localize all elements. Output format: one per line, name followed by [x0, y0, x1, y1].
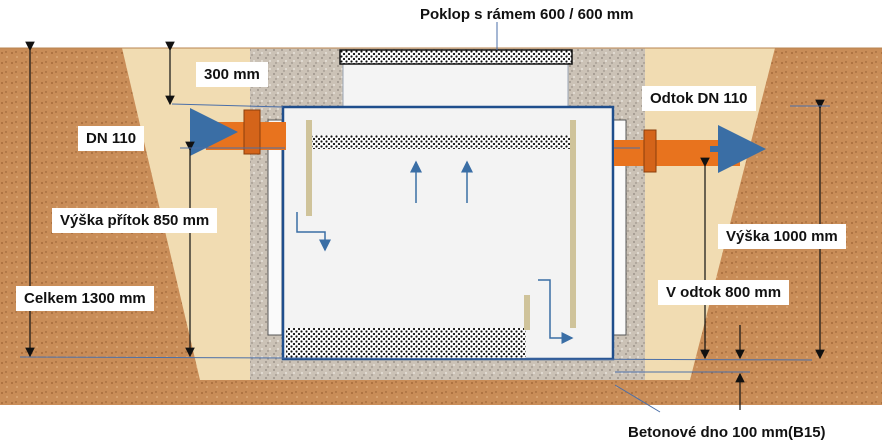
- cover-label: Poklop s rámem 600 / 600 mm: [420, 6, 634, 23]
- inlet-pipe-label: DN 110: [78, 126, 145, 151]
- tank-neck: [342, 61, 569, 108]
- concrete-base-label: Betonové dno 100 mm(B15): [628, 424, 826, 441]
- total-height-label: Celkem 1300 mm: [16, 286, 154, 311]
- outlet-height-label: V odtok 800 mm: [658, 280, 790, 305]
- outlet-pipe: [614, 140, 740, 166]
- baffle-left: [306, 120, 312, 216]
- baffle-bottom: [524, 295, 530, 330]
- flow-arrow-down-right: [538, 279, 574, 344]
- leader-300mm: [171, 103, 284, 108]
- baffle-right: [570, 120, 576, 328]
- tank-height-label: Výška 1000 mm: [718, 224, 846, 249]
- sludge-layer: [286, 328, 526, 358]
- outlet-pipe-label: Odtok DN 110: [642, 86, 756, 111]
- outlet-pipe-collar: [643, 129, 657, 173]
- tank-side-wall-left: [267, 119, 283, 336]
- depth-300-label: 300 mm: [196, 62, 268, 87]
- concrete-base-line: [19, 356, 813, 361]
- flow-arrow-down-left: [296, 212, 331, 252]
- inlet-pipe-collar: [243, 109, 261, 155]
- manhole-cover: [339, 49, 573, 65]
- filter-layer: [310, 135, 570, 149]
- inlet-height-label: Výška přítok 850 mm: [52, 208, 218, 233]
- leader-base: [614, 384, 661, 413]
